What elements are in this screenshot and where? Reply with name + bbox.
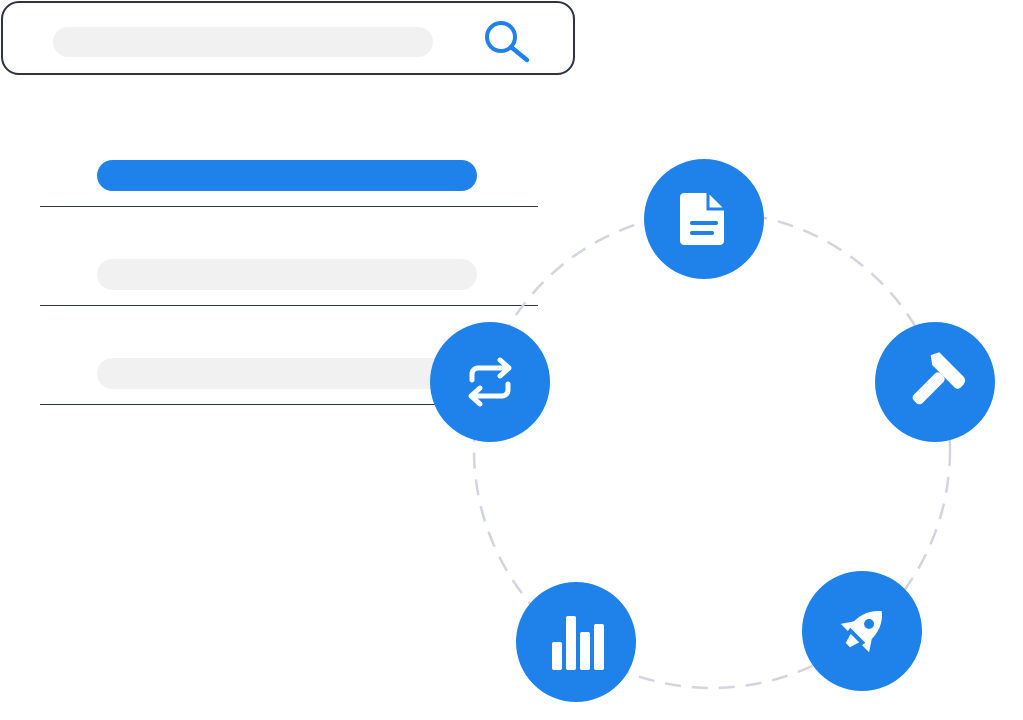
hammer-node[interactable] (875, 322, 995, 442)
list-item-1[interactable] (40, 160, 538, 207)
list-item-bar (97, 259, 477, 290)
list-item-bar (97, 160, 477, 191)
rocket-node[interactable] (802, 571, 922, 691)
search-input[interactable] (53, 27, 433, 57)
bar-chart-icon (552, 616, 604, 670)
bar-chart-node[interactable] (516, 582, 636, 702)
repeat-icon (468, 357, 512, 407)
rocket-icon (840, 610, 883, 653)
document-node[interactable] (644, 159, 764, 279)
list-item-2[interactable] (40, 259, 538, 306)
document-icon (680, 193, 724, 245)
repeat-node[interactable] (430, 322, 550, 442)
list-item-bar (97, 358, 477, 389)
list-item-3[interactable] (40, 358, 538, 405)
search-icon[interactable] (481, 19, 533, 63)
search-bar[interactable] (1, 1, 575, 75)
hammer-icon (912, 352, 965, 405)
